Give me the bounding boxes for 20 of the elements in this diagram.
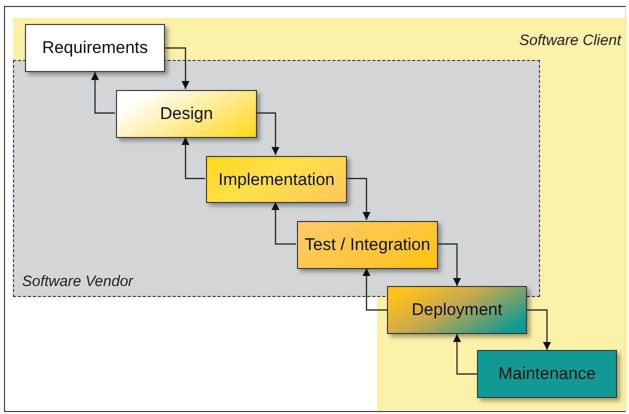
process-box: Design: [116, 90, 257, 138]
arrow: [256, 112, 280, 155]
arrow: [165, 47, 190, 89]
arrow: [527, 309, 551, 350]
client-region: [13, 18, 627, 410]
region-label: Software Client: [519, 32, 621, 49]
arrow: [182, 137, 205, 180]
region-label: Software Vendor: [22, 273, 134, 290]
arrow: [437, 243, 461, 286]
arrow: [272, 202, 296, 245]
vendor-region: [13, 60, 540, 297]
process-box: Implementation: [206, 156, 347, 203]
arrow: [453, 334, 477, 375]
arrow: [346, 178, 370, 220]
process-box: Requirements: [25, 24, 165, 72]
process-box: Test / Integration: [297, 221, 438, 269]
process-box: Deployment: [387, 286, 527, 334]
arrow: [362, 268, 387, 311]
process-box: Maintenance: [477, 350, 617, 398]
arrow: [91, 72, 115, 114]
